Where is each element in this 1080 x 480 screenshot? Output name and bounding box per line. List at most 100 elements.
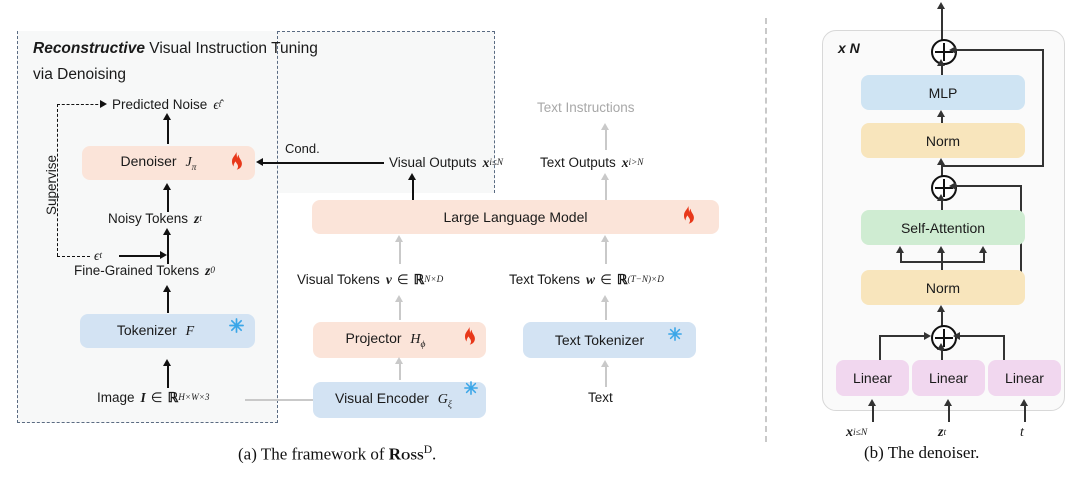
arrow-block-output-head: [937, 2, 945, 9]
panel-a-title-line1: Reconstructive Visual Instruction Tuning: [33, 40, 318, 58]
panel-a-title-line2: via Denoising: [33, 66, 127, 83]
visual-encoder-subscript: ξ: [447, 399, 452, 410]
snowflake-icon-tokenizer: [229, 318, 244, 333]
denoiser-box[interactable]: Denoiser Jπ: [82, 146, 255, 180]
text-tokens-space-symbol: ℝ: [616, 272, 628, 287]
predicted-noise-label: Predicted Noise ϵ̂t: [112, 97, 221, 113]
fire-icon-projector: [464, 327, 475, 345]
norm-bottom-box[interactable]: Norm: [861, 270, 1025, 305]
arrow-llm-to-visual-outputs: [412, 178, 414, 202]
noisy-tokens-symbol: z: [194, 211, 200, 226]
arrow-norm-to-mlp-head: [937, 110, 945, 117]
fine-grained-symbol: z: [205, 263, 211, 278]
arrow-llm-to-text-outputs: [605, 178, 607, 200]
skip-top-vertical: [1042, 49, 1044, 167]
skip-mid-horizontal: [953, 185, 1022, 187]
arrow-fine-to-noisy-head: [163, 228, 171, 235]
epsilon-t-subscript: t: [99, 250, 103, 261]
arrow-image-to-encoder: [245, 399, 319, 401]
skip-top-bottom-horizontal: [942, 165, 1044, 167]
arrow-input-x-head: [868, 399, 876, 406]
text-tokenizer-label: Text Tokenizer: [554, 332, 645, 348]
image-in-symbol: ∈: [150, 390, 163, 405]
visual-outputs-subscript: i≤N: [489, 157, 504, 168]
mlp-box[interactable]: MLP: [861, 75, 1025, 110]
predicted-noise-symbol: ϵ̂: [213, 97, 219, 112]
arrow-add-to-norm-bottom-head: [937, 305, 945, 312]
arrow-fine-to-noisy: [167, 233, 169, 264]
skip-top-arrowhead: [949, 45, 956, 54]
arrow-llm-to-visual-outputs-head: [408, 173, 416, 180]
text-tokens-text: Text Tokens: [509, 272, 581, 287]
self-attention-box[interactable]: Self-Attention: [861, 210, 1025, 245]
arrow-encoder-to-projector-head: [395, 357, 403, 364]
epsilon-t-symbol: ϵ: [94, 248, 100, 263]
arrow-epsilon-head: [160, 251, 167, 259]
large-language-model-box[interactable]: Large Language Model: [312, 200, 719, 234]
image-symbol: I: [140, 390, 146, 405]
supervise-dashed-bottom: [57, 256, 90, 257]
qkv-left-stem: [900, 251, 902, 263]
arrow-tokenizer-to-text-tokens-head: [601, 295, 609, 302]
noisy-tokens-text: Noisy Tokens: [108, 211, 189, 226]
cond-label: Cond.: [285, 141, 320, 156]
snowflake-icon-visual-encoder: [464, 381, 478, 395]
tokenizer-box[interactable]: Tokenizer F: [80, 314, 255, 348]
visual-tokens-text: Visual Tokens: [297, 272, 380, 287]
supervise-dashed-top: [57, 104, 103, 105]
linear1-to-add-horizontal: [879, 335, 927, 337]
denoiser-symbol: J: [185, 155, 192, 171]
input-z-subscript: t: [943, 427, 947, 438]
text-tokens-dims: (T−N)×D: [627, 274, 664, 285]
arrow-image-to-tokenizer: [167, 364, 169, 388]
arrow-encoder-to-projector: [399, 362, 401, 380]
arrow-norm-to-mlp: [941, 115, 943, 124]
noisy-tokens-subscript: t: [199, 213, 202, 224]
norm-top-box[interactable]: Norm: [861, 123, 1025, 158]
projector-box[interactable]: Projector Hϕ: [313, 322, 486, 358]
qkv-right-stem: [983, 251, 985, 263]
arrow-projector-to-tokens-head: [395, 295, 403, 302]
arrow-image-to-tokenizer-head: [163, 359, 171, 366]
arrow-projector-to-tokens: [399, 300, 401, 320]
linear2-to-add-head: [937, 343, 945, 350]
skip-top-horizontal: [953, 49, 1044, 51]
qkv-center-stem: [941, 251, 943, 271]
image-text: Image: [97, 390, 135, 405]
linear-box-3[interactable]: Linear: [988, 360, 1061, 396]
tokenizer-symbol: F: [185, 324, 195, 339]
norm-top-label: Norm: [925, 132, 961, 149]
self-attention-label: Self-Attention: [900, 219, 986, 236]
linear-box-2[interactable]: Linear: [912, 360, 985, 396]
visual-tokens-dims: N×D: [424, 274, 444, 285]
projector-subscript: ϕ: [420, 339, 426, 350]
visual-encoder-box[interactable]: Visual Encoder Gξ: [313, 382, 486, 418]
supervise-dashed-vertical: [57, 104, 58, 256]
qkv-center-head: [937, 246, 945, 253]
linear-1-label: Linear: [853, 370, 892, 386]
qkv-left-head: [896, 246, 904, 253]
input-x-subscript: i≤N: [853, 427, 868, 438]
denoiser-subscript: π: [191, 162, 197, 173]
arrow-add-to-norm-top-head: [937, 158, 945, 165]
text-tokens-label: Text Tokens w ∈ ℝ(T−N)×D: [509, 272, 664, 288]
caption-a-prefix: (a) The framework of: [238, 444, 389, 464]
mlp-label: MLP: [928, 84, 958, 101]
text-tokenizer-box[interactable]: Text Tokenizer: [523, 322, 696, 358]
skip-mid-arrowhead: [949, 181, 956, 190]
image-space-symbol: ℝ: [167, 390, 179, 405]
arrow-cond-line: [262, 162, 384, 164]
text-outputs-text: Text Outputs: [540, 155, 616, 170]
linear-box-1[interactable]: Linear: [836, 360, 909, 396]
input-t-label: t: [1020, 425, 1024, 441]
arrow-input-t-to-linear3: [1024, 404, 1026, 422]
reconstructive-region-left-wall: [17, 31, 278, 423]
denoiser-label: Denoiser: [120, 153, 177, 170]
arrow-text-tokens-to-llm-head: [601, 235, 609, 242]
